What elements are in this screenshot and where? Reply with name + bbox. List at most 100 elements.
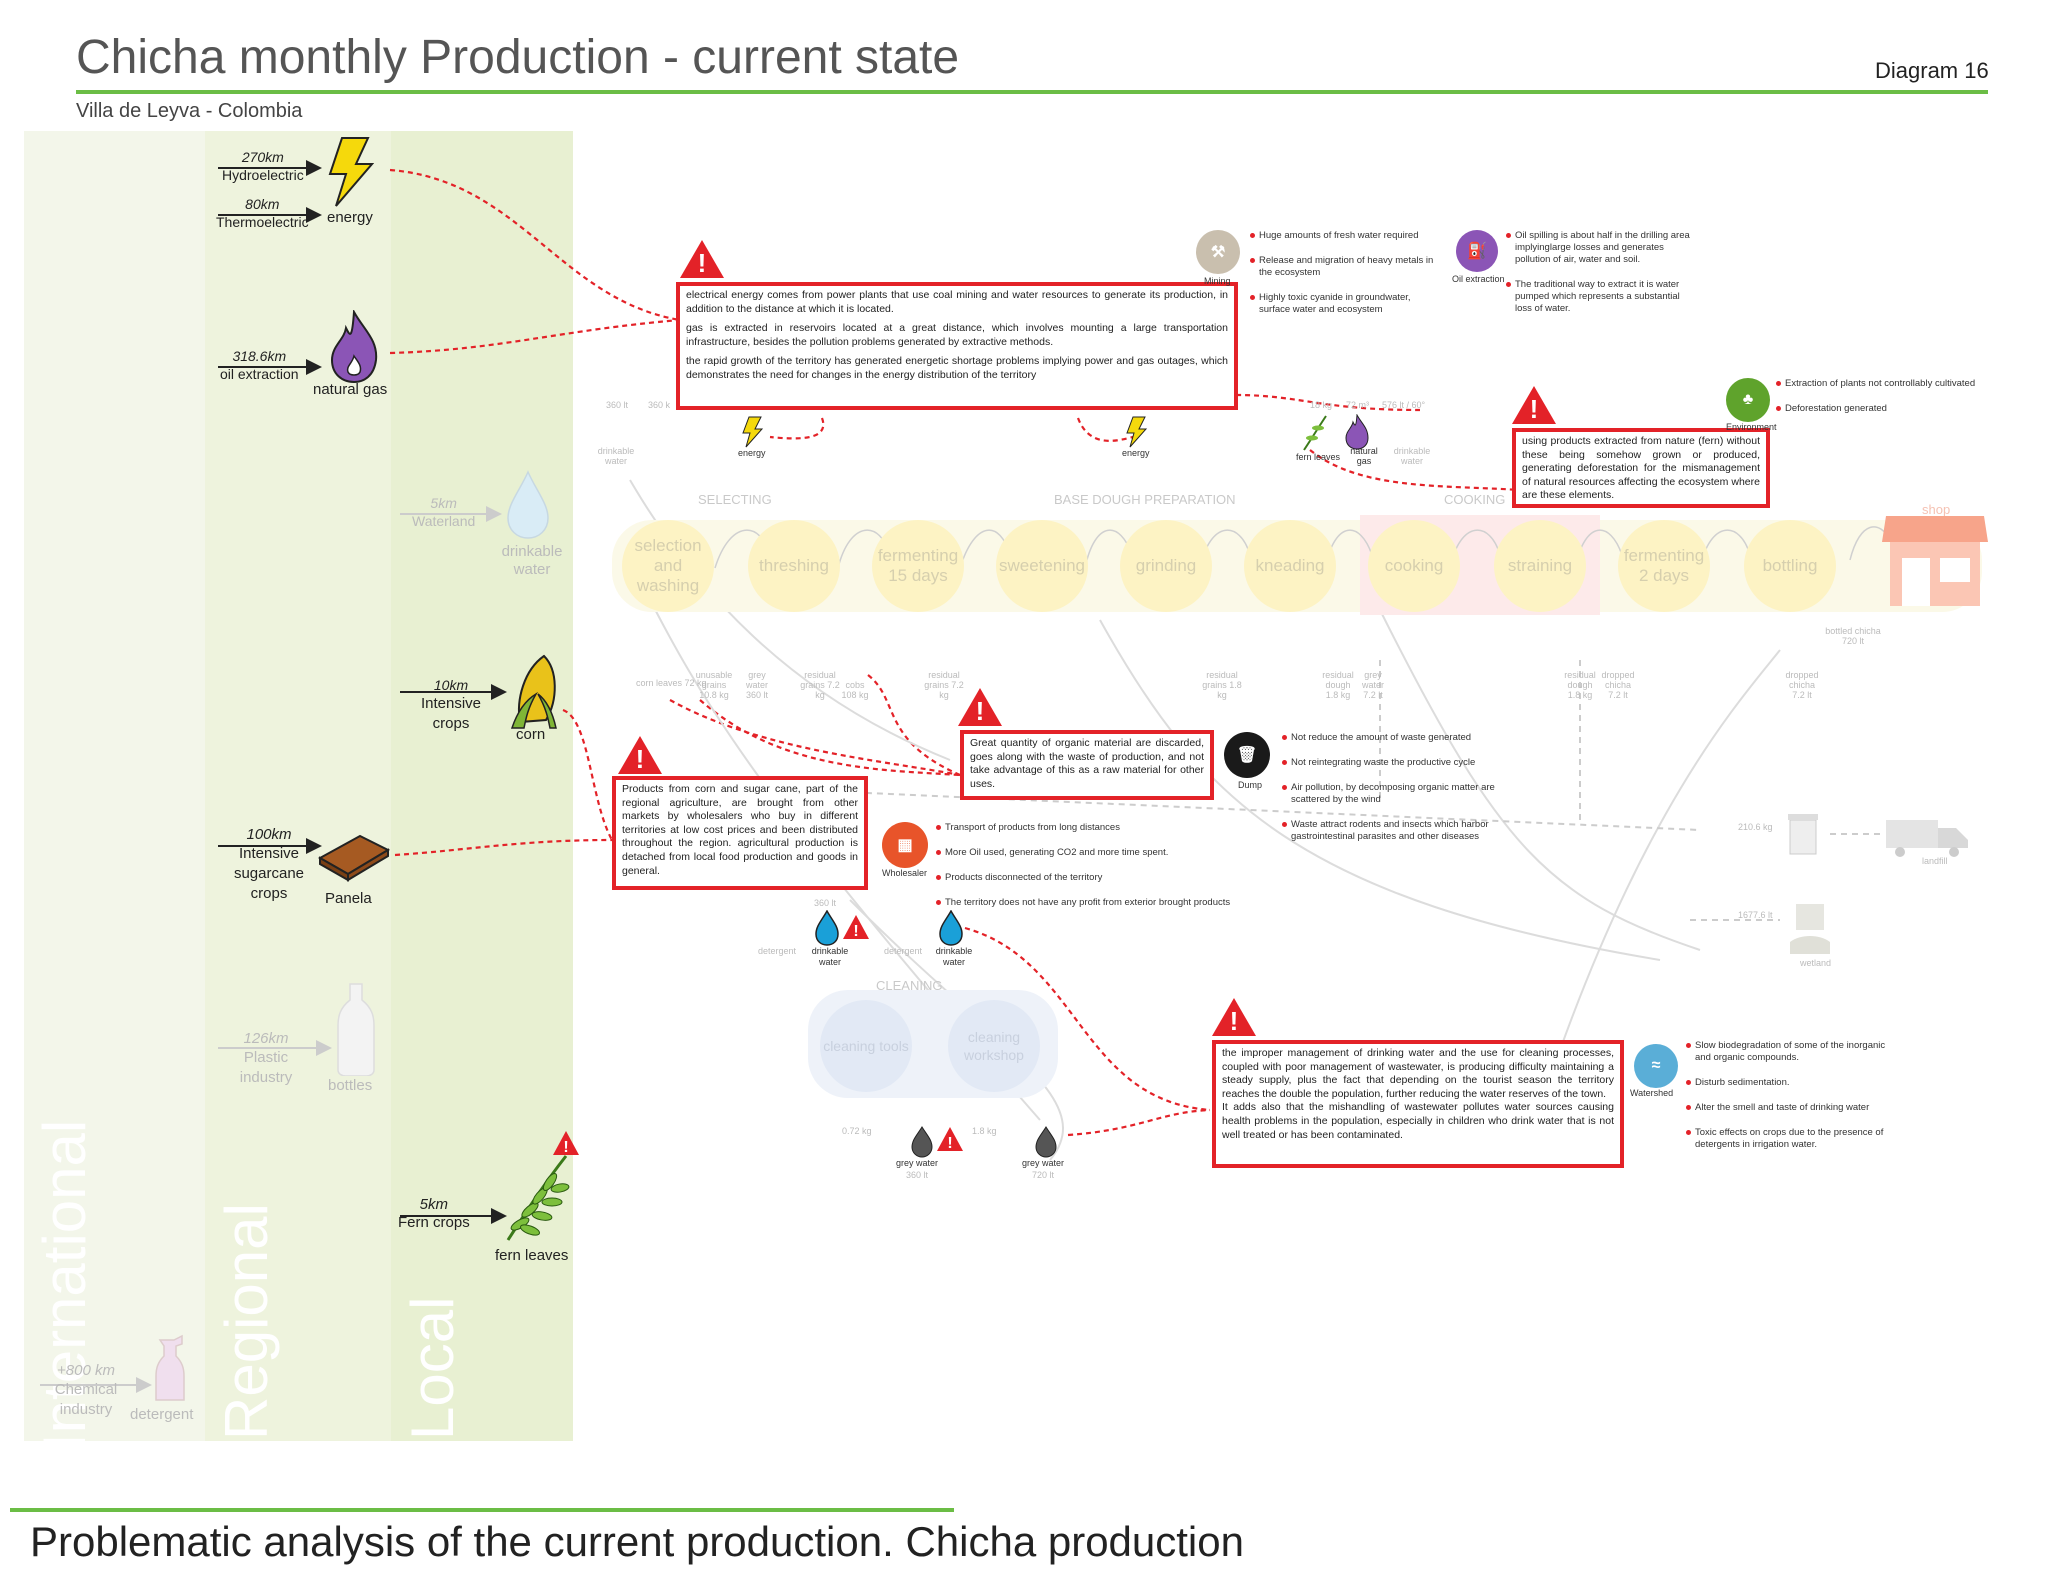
stage-straining: straining bbox=[1494, 520, 1586, 612]
water-warning-text-1: the improper management of drinking wate… bbox=[1222, 1047, 1614, 1100]
watershed-impact-4: Toxic effects on crops due to the presen… bbox=[1686, 1127, 1886, 1151]
grey-water-2-label: grey water bbox=[1022, 1158, 1065, 1168]
mining-impacts: Huge amounts of fresh water required Rel… bbox=[1250, 230, 1440, 329]
output-corn-leaves: corn leaves 72 kg bbox=[636, 678, 707, 688]
drinkable-water-label: drinkable water bbox=[501, 543, 563, 578]
fern-warning-text: using products extracted from nature (fe… bbox=[1522, 435, 1760, 502]
flame-natural-gas-icon bbox=[330, 310, 378, 384]
section-selecting: SELECTING bbox=[698, 492, 772, 507]
section-cooking: COOKING bbox=[1444, 492, 1506, 507]
svg-text:!: ! bbox=[853, 923, 858, 940]
watershed-impact-2: Disturb sedimentation. bbox=[1686, 1077, 1886, 1089]
svg-text:!: ! bbox=[1230, 1006, 1239, 1036]
shop-icon bbox=[1882, 516, 1988, 606]
environment-impacts: Extraction of plants not controllably cu… bbox=[1776, 378, 2036, 428]
dump-impacts: Not reduce the amount of waste generated… bbox=[1282, 732, 1502, 856]
stage-threshing: threshing bbox=[748, 520, 840, 612]
grey-water-2-icon bbox=[1035, 1126, 1057, 1158]
oil-impact-2: The traditional way to extract it is wat… bbox=[1506, 279, 1691, 315]
svg-text:!: ! bbox=[947, 1135, 952, 1152]
fern-leaves-label: fern leaves bbox=[495, 1247, 569, 1264]
warning-corn-icon: ! bbox=[618, 736, 662, 774]
corn-warning-text: Products from corn and sugar cane, part … bbox=[622, 783, 858, 877]
mining-impact-1: Huge amounts of fresh water required bbox=[1250, 230, 1440, 242]
wetland-label: wetland bbox=[1800, 958, 1832, 968]
oil-impact-1: Oil spilling is about half in the drilli… bbox=[1506, 230, 1691, 266]
svg-text:!: ! bbox=[1530, 394, 1539, 424]
energy-label: energy bbox=[327, 209, 373, 226]
water-drop-icon bbox=[507, 470, 549, 539]
cleaning-water-qty: 360 lt bbox=[814, 898, 837, 908]
watershed-impact-1: Slow biodegradation of some of the inorg… bbox=[1686, 1040, 1886, 1064]
input-qty-3: 18 kg bbox=[1310, 400, 1333, 410]
energy-input-2-label: energy bbox=[1122, 448, 1150, 458]
detergent-bottle-icon bbox=[155, 1334, 185, 1401]
watershed-impacts: Slow biodegradation of some of the inorg… bbox=[1686, 1040, 1886, 1164]
organic-warning-box: Great quantity of organic material are d… bbox=[960, 730, 1214, 800]
wholesaler-impact-1: Transport of products from long distance… bbox=[936, 822, 1266, 834]
bin-icon bbox=[1788, 814, 1818, 855]
energy-warning-box: electrical energy comes from power plant… bbox=[676, 282, 1238, 410]
mining-impact-3: Highly toxic cyanide in groundwater, sur… bbox=[1250, 292, 1440, 316]
footer-rule bbox=[10, 1508, 954, 1512]
page-title: Chicha monthly Production - current stat… bbox=[76, 31, 960, 84]
output-dropped-chicha-1: dropped chicha 7.2 lt bbox=[1601, 670, 1635, 700]
warning-greywater-small-icon: ! bbox=[937, 1127, 963, 1152]
fern-leaves-icon bbox=[506, 1155, 570, 1241]
grey-water-1-label: grey water bbox=[896, 1158, 939, 1168]
wholesaler-label: Wholesaler bbox=[882, 868, 928, 878]
svg-text:!: ! bbox=[976, 696, 985, 726]
bin-quantity: 210.6 kg bbox=[1738, 822, 1773, 832]
stage-grinding: grinding bbox=[1120, 520, 1212, 612]
cleaning-water-1-label: drinkable water bbox=[811, 946, 849, 967]
band-international bbox=[24, 131, 205, 1441]
mining-icon: ⚒ bbox=[1196, 230, 1240, 274]
cleaning-water-2-label: drinkable water bbox=[935, 946, 973, 967]
water-warning-box: the improper management of drinking wate… bbox=[1212, 1040, 1624, 1168]
wetland-pipe-icon bbox=[1790, 904, 1830, 954]
output-grey-water: grey water 360 lt bbox=[745, 670, 769, 700]
corn-icon bbox=[510, 654, 557, 729]
section-cleaning: CLEANING bbox=[876, 978, 943, 993]
wholesaler-impact-3: Products disconnected of the territory bbox=[936, 872, 1266, 884]
warning-water-icon: ! bbox=[1212, 998, 1256, 1036]
output-cobs: cobs 108 kg bbox=[841, 680, 869, 700]
output-residual-grains-1: residual grains 7.2 kg bbox=[800, 670, 840, 700]
fern-warning-box: using products extracted from nature (fe… bbox=[1512, 428, 1770, 508]
input-qty-1: 360 lt bbox=[606, 400, 629, 410]
stage-kneading: kneading bbox=[1244, 520, 1336, 612]
water-warning-text-2: It adds also that the mishandling of was… bbox=[1222, 1101, 1614, 1141]
watershed-impact-3: Alter the smell and taste of drinking wa… bbox=[1686, 1102, 1886, 1114]
landfill-label: landfill bbox=[1922, 856, 1948, 866]
warning-fern-icon: ! bbox=[1512, 386, 1556, 424]
grey-water-1-icon bbox=[911, 1126, 933, 1158]
energy-input-2-icon bbox=[1126, 416, 1148, 448]
oil-extraction-label: Oil extraction bbox=[1452, 274, 1505, 284]
corn-warning-box: Products from corn and sugar cane, part … bbox=[612, 776, 868, 890]
gas-input-icon bbox=[1345, 414, 1369, 450]
tree-environment-icon: ♣ bbox=[1726, 378, 1770, 422]
dump-impact-2: Not reintegrating waste the productive c… bbox=[1282, 757, 1502, 769]
output-grey-water-2: grey water 7.2 lt bbox=[1361, 670, 1384, 700]
svg-text:!: ! bbox=[636, 744, 645, 774]
stage-fermenting-2: fermenting 2 days bbox=[1618, 520, 1710, 612]
oil-impacts: Oil spilling is about half in the drilli… bbox=[1506, 230, 1691, 328]
bottles-label: bottles bbox=[328, 1077, 373, 1094]
input-qty-5: 576 lt / 60° bbox=[1382, 400, 1426, 410]
svg-text:!: ! bbox=[563, 1139, 568, 1156]
grey-water-2-qty: 720 lt bbox=[1032, 1170, 1055, 1180]
environment-label: Environment bbox=[1726, 422, 1777, 432]
water-input-a-label: drinkable water bbox=[597, 446, 635, 466]
dump-label: Dump bbox=[1238, 780, 1263, 790]
stage-bottling: bottling bbox=[1744, 520, 1836, 612]
warning-fern-small-icon: ! bbox=[553, 1131, 579, 1156]
grey-water-weight-2: 1.8 kg bbox=[972, 1126, 997, 1136]
svg-text:!: ! bbox=[698, 248, 707, 278]
band-local bbox=[391, 131, 573, 1441]
stage-selection-washing: selection and washing bbox=[622, 520, 714, 612]
